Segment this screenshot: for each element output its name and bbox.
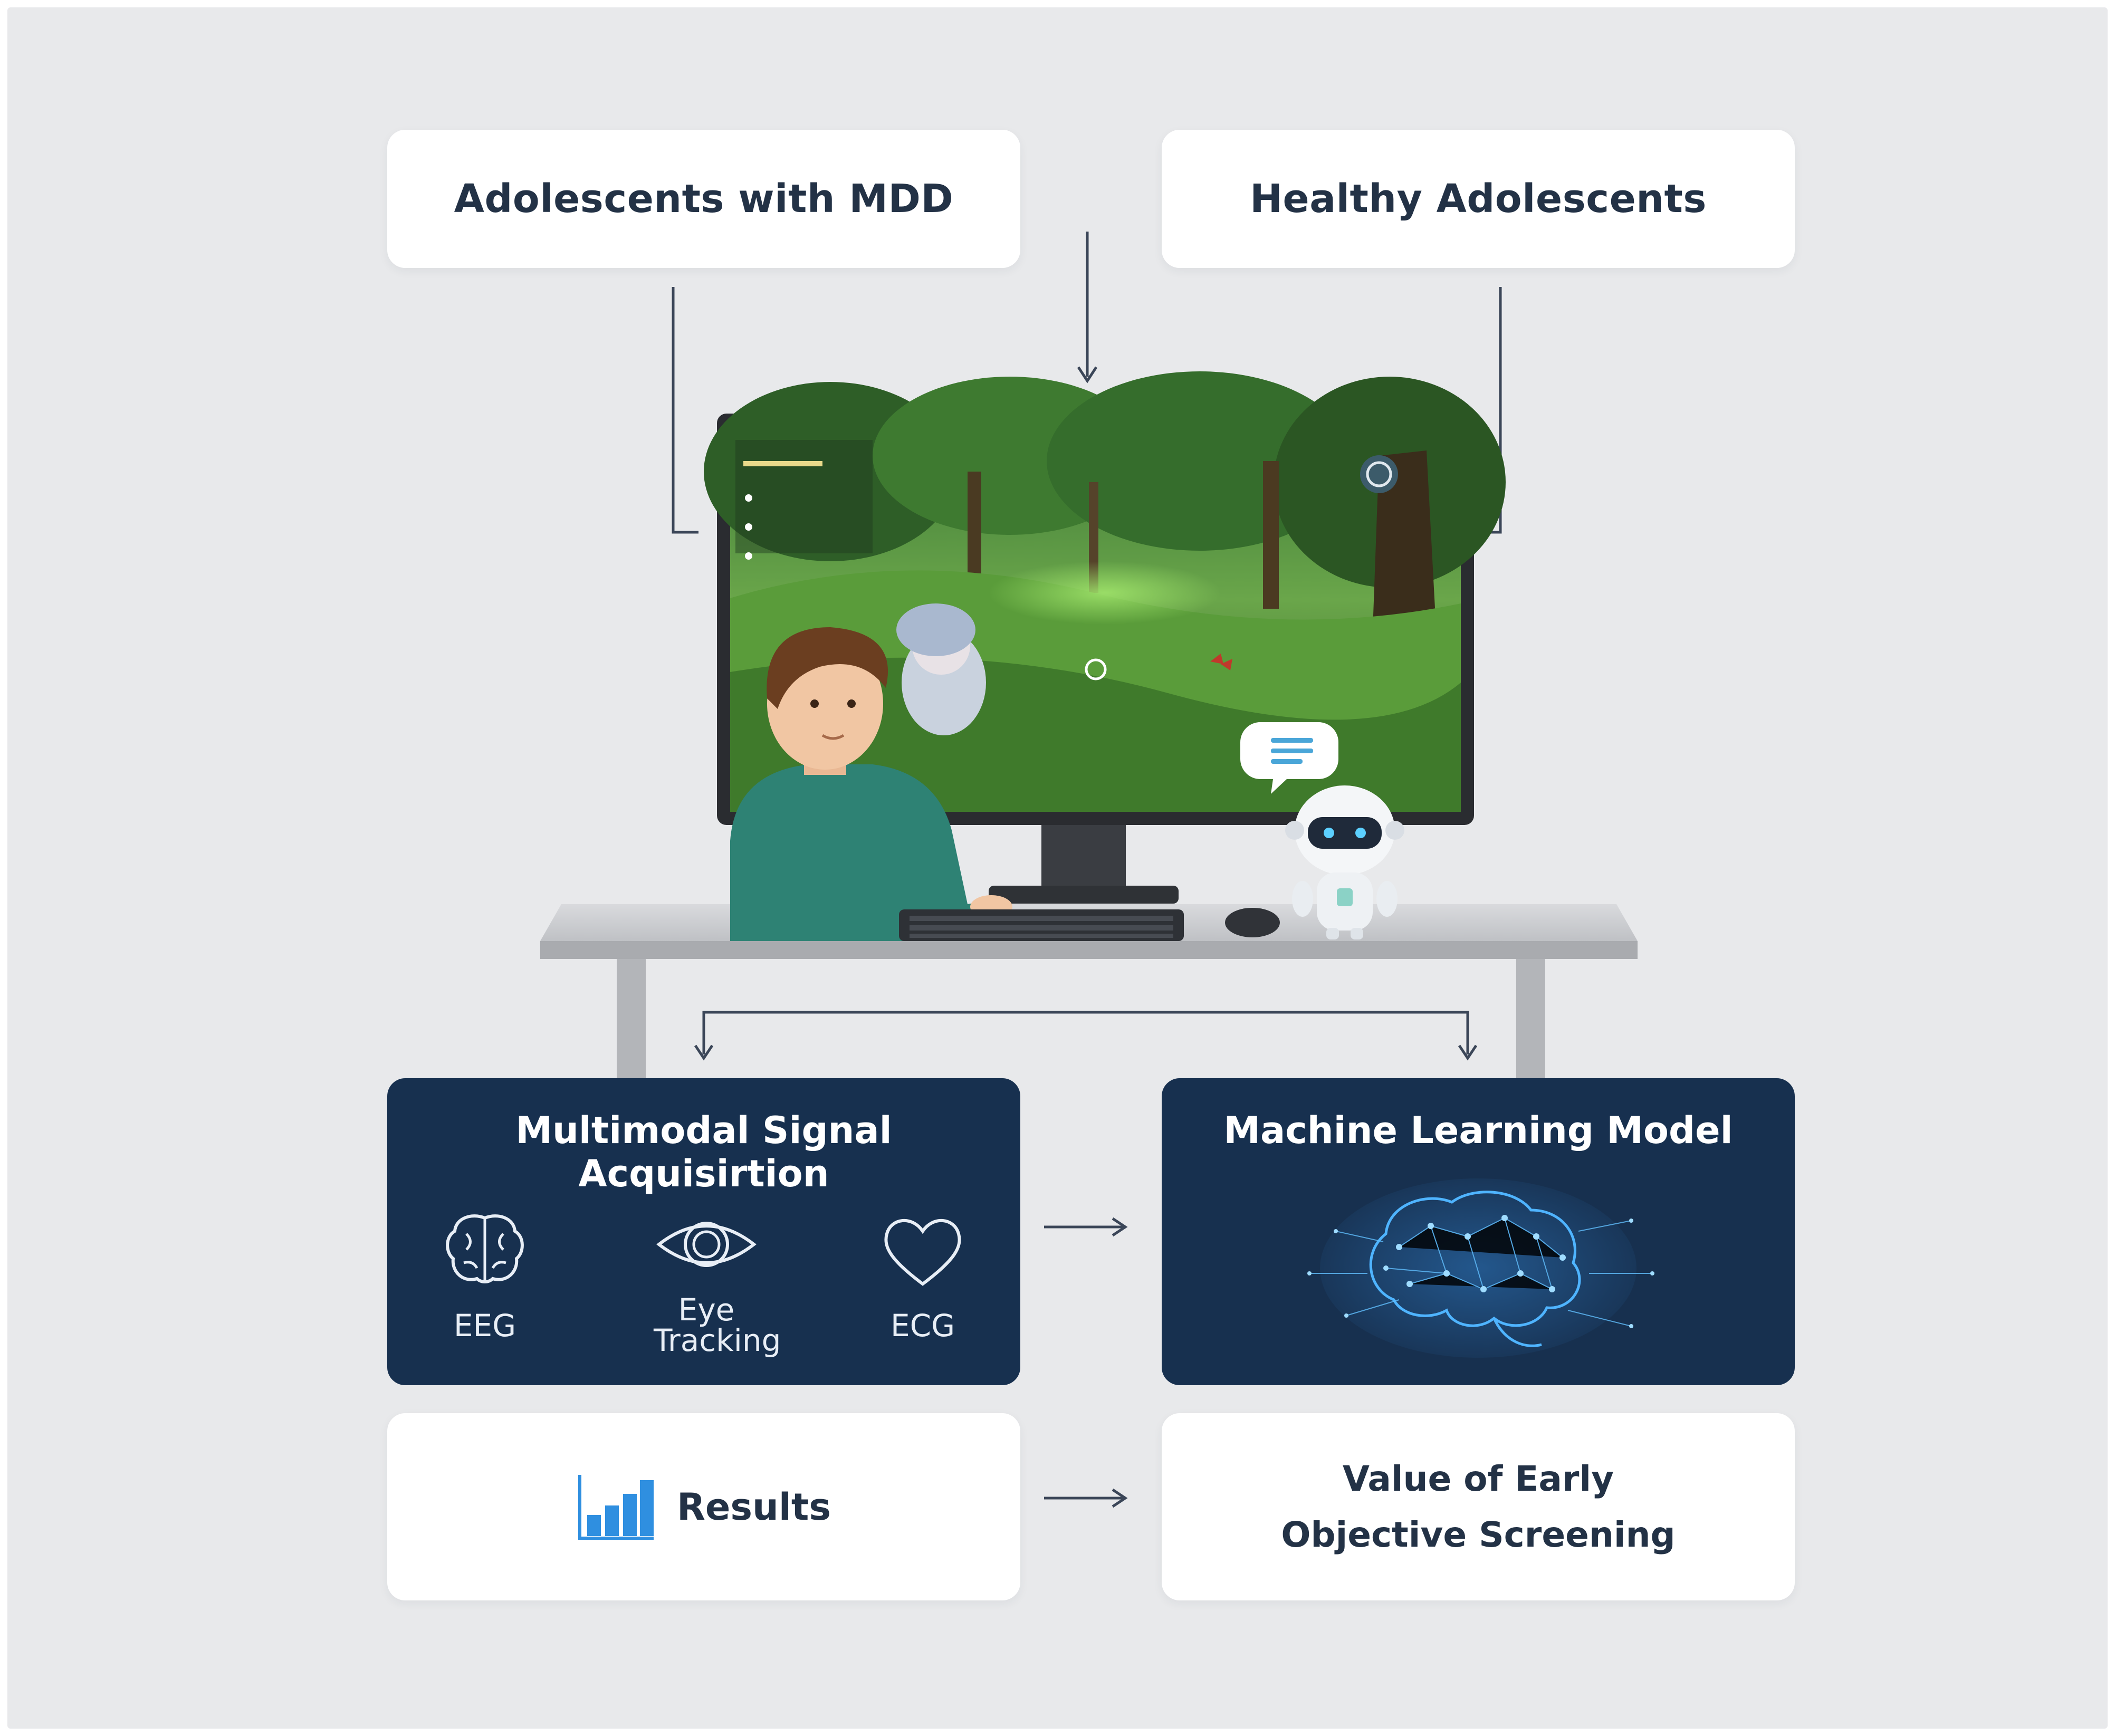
heart-icon (884, 1219, 961, 1286)
robot-assistant (1285, 785, 1404, 939)
ml-model-title: Machine Learning Model (1223, 1109, 1733, 1152)
signal-eye-tracking: Eye Tracking (619, 1210, 793, 1356)
group-mdd-label: Adolescents with MDD (454, 176, 954, 222)
signal-acquisition-title: Multimodal Signal Acquisirtion (515, 1109, 892, 1195)
group-mdd-box: Adolescents with MDD (387, 130, 1020, 268)
brain-icon (446, 1214, 524, 1283)
group-healthy-label: Healthy Adolescents (1250, 176, 1707, 222)
bar-chart-icon (578, 1474, 654, 1540)
chat-bubble-icon (1240, 722, 1338, 794)
signal-ecg-label: ECG (890, 1308, 955, 1344)
desk-leg-right (1516, 952, 1545, 1081)
eye-icon (656, 1222, 757, 1267)
value-line-2: Objective Screening (1281, 1514, 1676, 1555)
group-healthy-box: Healthy Adolescents (1162, 130, 1795, 268)
monitor-base (989, 886, 1179, 904)
signal-eeg: EEG (424, 1210, 546, 1341)
signal-ecg: ECG (862, 1210, 983, 1341)
signal-acquisition-box: Multimodal Signal Acquisirtion EEG Eye T… (387, 1078, 1020, 1385)
signal-eeg-label: EEG (453, 1308, 516, 1344)
results-box: Results (387, 1413, 1020, 1600)
ml-model-box: Machine Learning Model (1162, 1078, 1795, 1385)
diagram-canvas: Adolescents with MDD Healthy Adolescents (7, 7, 2108, 1729)
signal-eye-tracking-label: Eye Tracking (654, 1292, 781, 1358)
mouse (1225, 908, 1280, 937)
neural-brain-icon (1307, 1178, 1654, 1358)
monitor-neck (1041, 817, 1126, 891)
results-label: Results (677, 1485, 831, 1529)
desk-leg-left (617, 952, 646, 1081)
desk-edge (540, 941, 1638, 959)
vr-task-illustration (540, 371, 1638, 1081)
value-box: Value of Early Objective Screening (1162, 1413, 1795, 1600)
value-line-1: Value of Early (1342, 1458, 1614, 1499)
